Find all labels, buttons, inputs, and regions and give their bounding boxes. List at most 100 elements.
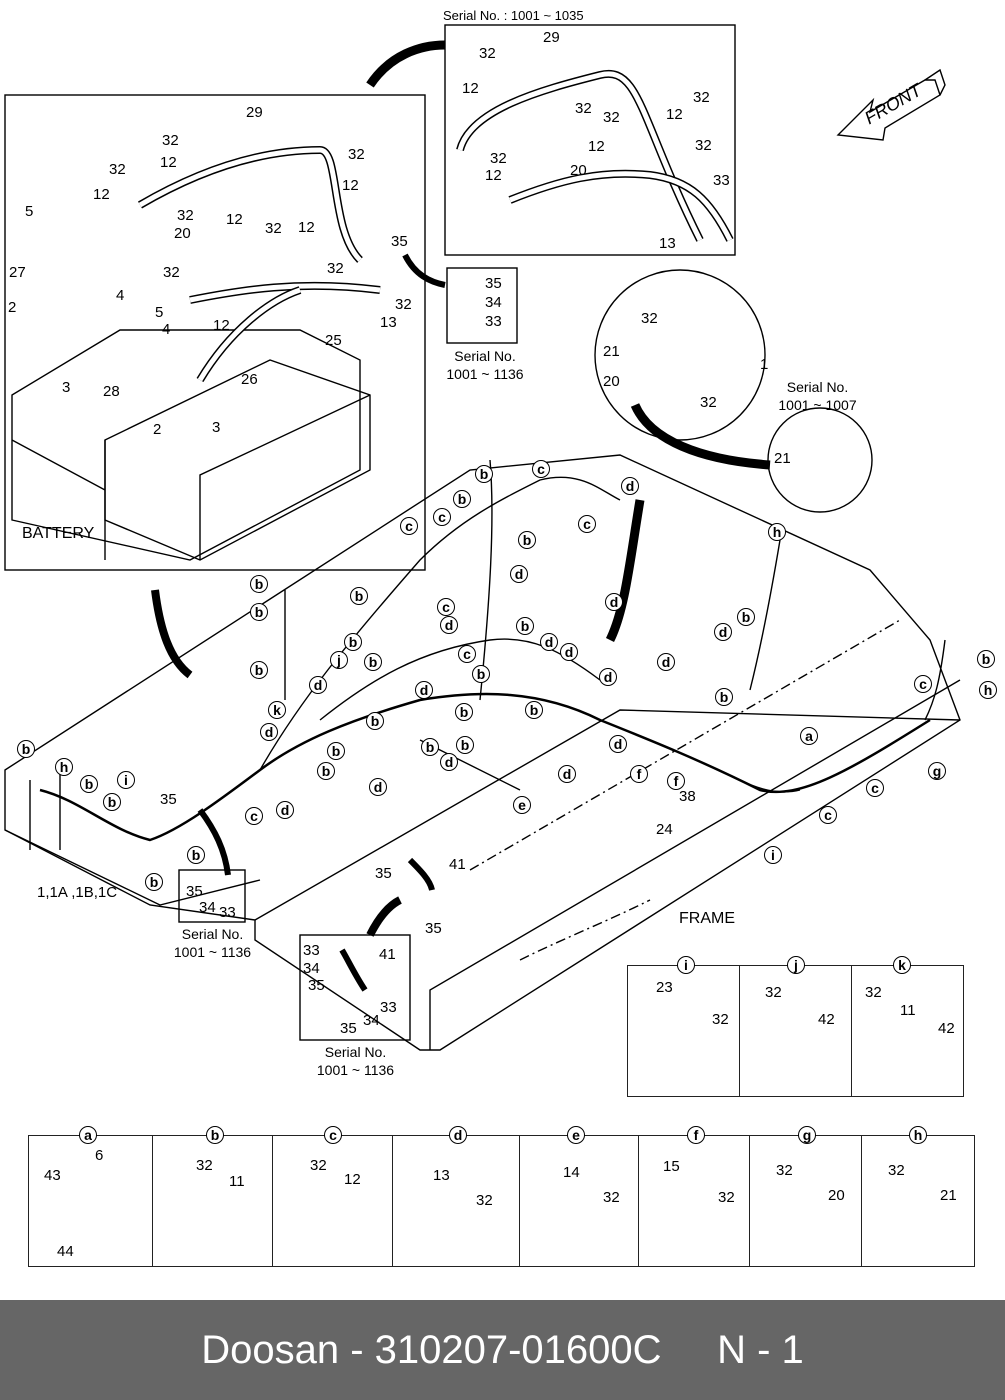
clip-marker: d	[560, 643, 578, 661]
callout: 24	[656, 821, 673, 838]
clip-marker: b	[327, 742, 345, 760]
callout: 33	[380, 999, 397, 1016]
detail-letter: g	[798, 1126, 816, 1144]
callout: 34	[199, 899, 216, 916]
serial-line: Serial No.	[786, 379, 849, 395]
clip-marker: d	[609, 735, 627, 753]
callout: 20	[570, 162, 587, 179]
top-inset-serial: Serial No. : 1001 ~ 1035	[443, 8, 584, 23]
callout: 33	[713, 172, 730, 189]
callout: 12	[462, 80, 479, 97]
clip-marker: h	[768, 523, 786, 541]
serial-line: Serial No.	[454, 348, 516, 364]
callout: 5	[155, 304, 164, 321]
clip-marker: d	[605, 593, 623, 611]
callout: 33	[219, 904, 236, 921]
callout: 29	[543, 29, 560, 46]
clip-marker: d	[309, 676, 327, 694]
callout: 12	[588, 138, 605, 155]
clip-marker: b	[475, 465, 493, 483]
callout: 35	[340, 1020, 357, 1037]
part-number: 32	[712, 1011, 729, 1028]
callout: 13	[659, 235, 676, 252]
callout: 21	[774, 450, 791, 467]
clip-marker: c	[458, 645, 476, 663]
callout: 35	[375, 865, 392, 882]
clip-marker: b	[737, 608, 755, 626]
frame-label: FRAME	[679, 910, 735, 927]
callout: 32	[327, 260, 344, 277]
front-arrow-shape	[836, 79, 941, 141]
clip-marker: b	[518, 531, 536, 549]
detail-cell-e	[520, 1136, 639, 1266]
clip-marker: d	[260, 723, 278, 741]
clip-marker: b	[145, 873, 163, 891]
clip-marker: c	[245, 807, 263, 825]
callout: 32	[177, 207, 194, 224]
clip-marker: d	[440, 753, 458, 771]
callout: 32	[700, 394, 717, 411]
callout: 12	[666, 106, 683, 123]
clip-marker: b	[525, 701, 543, 719]
callout: 41	[449, 856, 466, 873]
callout: 12	[342, 177, 359, 194]
clip-marker: i	[117, 771, 135, 789]
part-number: 15	[663, 1158, 680, 1175]
clip-marker: e	[513, 796, 531, 814]
part-number: 14	[563, 1164, 580, 1181]
callout: 5	[25, 203, 34, 220]
callout: 32	[479, 45, 496, 62]
clip-marker: c	[437, 598, 455, 616]
clip-marker: j	[330, 651, 348, 669]
callout: 32	[348, 146, 365, 163]
clip-marker: h	[55, 758, 73, 776]
clip-marker: d	[276, 801, 294, 819]
clip-marker: c	[433, 508, 451, 526]
clip-marker: f	[667, 772, 685, 790]
callout: 35	[160, 791, 177, 808]
clip-marker: b	[421, 738, 439, 756]
clip-marker: b	[715, 688, 733, 706]
callout: 12	[160, 154, 177, 171]
part-number: 32	[718, 1189, 735, 1206]
left-bolt-serial: Serial No. 1001 ~ 1136	[165, 925, 260, 961]
serial-line: Serial No.	[324, 1044, 387, 1060]
detail-cell-a	[29, 1136, 153, 1266]
pipe-inset-frame	[299, 934, 411, 1041]
callout: 35	[485, 275, 502, 292]
clip-marker: b	[250, 603, 268, 621]
part-number: 43	[44, 1167, 61, 1184]
callout: 32	[109, 161, 126, 178]
detail-letter: c	[324, 1126, 342, 1144]
clip-marker: d	[599, 668, 617, 686]
clip-marker: b	[366, 712, 384, 730]
callout: 41	[379, 946, 396, 963]
callout: 35	[425, 920, 442, 937]
wiring-harness-drawing	[4, 24, 961, 1256]
part-number: 12	[344, 1171, 361, 1188]
detail-cell-d	[393, 1136, 520, 1266]
clip-marker: b	[187, 846, 205, 864]
part-number: 42	[818, 1011, 835, 1028]
serial-line: Serial No.	[181, 926, 244, 942]
detail-cell-f	[639, 1136, 750, 1266]
clip-marker: d	[558, 765, 576, 783]
serial-line: 1001 ~ 1136	[316, 1062, 395, 1078]
detail-cell-b	[153, 1136, 273, 1266]
callout: 32	[603, 109, 620, 126]
detail-letter: e	[567, 1126, 585, 1144]
footer-part-number: Doosan - 310207-01600C N - 1	[201, 1328, 804, 1372]
part-number: 32	[310, 1157, 327, 1174]
detail-cell-c	[273, 1136, 393, 1266]
callout: 2	[153, 421, 162, 438]
clip-marker: b	[977, 650, 995, 668]
callout: 33	[485, 313, 502, 330]
top-inset-frame	[444, 24, 736, 256]
callout: 32	[641, 310, 658, 327]
clip-marker: d	[714, 623, 732, 641]
callout: 20	[174, 225, 191, 242]
connector-detail-circle	[594, 269, 766, 441]
detail-letter: a	[79, 1126, 97, 1144]
harness-label: 1,1A ,1B,1C	[37, 884, 118, 901]
clip-marker: h	[979, 681, 997, 699]
